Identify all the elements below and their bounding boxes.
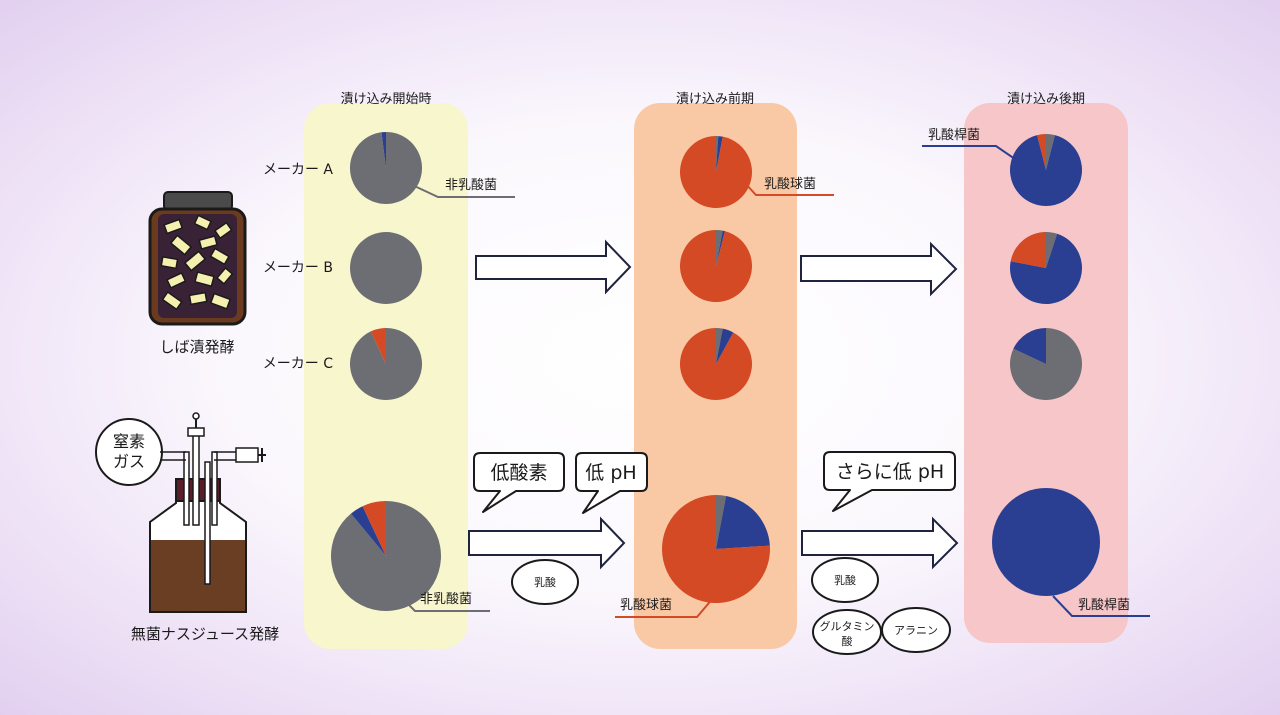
product-lactic-acid-1: 乳酸 xyxy=(534,575,556,589)
pie-slice-乳酸球菌 xyxy=(662,495,770,603)
pie-charts xyxy=(330,132,1100,611)
annotation-bacilli-2: 乳酸桿菌 xyxy=(1078,598,1130,613)
leader-bacilli-1 xyxy=(922,145,1029,169)
nasu-label: 無菌ナスジュース発酵 xyxy=(131,625,279,643)
pie-無菌ナスジュース発酵-漬け込み前期 xyxy=(662,495,770,603)
pie-slice-乳酸桿菌 xyxy=(1009,233,1082,304)
bubble-low-ph xyxy=(575,452,648,514)
pie-メーカー-C-漬け込み開始時 xyxy=(350,328,422,400)
product-oval-lactic-acid-1 xyxy=(511,559,579,605)
arrow-start-to-early-lower xyxy=(468,516,626,570)
pie-slice-非乳酸菌 xyxy=(350,132,423,205)
annotation-bacilli-1: 乳酸桿菌 xyxy=(928,128,980,143)
pie-slice-非乳酸菌 xyxy=(1010,328,1082,401)
pie-メーカー-C-漬け込み後期 xyxy=(1010,328,1082,401)
bubble-lower-ph-text: さらに低 pH xyxy=(836,461,944,483)
annotation-cocci-1: 乳酸球菌 xyxy=(764,177,816,192)
pie-slice-乳酸球菌 xyxy=(362,501,386,556)
pie-slice-非乳酸菌 xyxy=(716,495,727,549)
arrow-start-to-early-upper xyxy=(475,239,632,295)
maker-label-b: メーカー B xyxy=(263,260,333,276)
pie-slice-非乳酸菌 xyxy=(716,136,719,172)
pie-slice-乳酸桿菌 xyxy=(716,495,770,549)
gas-label-line1: 窒素 xyxy=(113,432,145,451)
pie-slice-乳酸桿菌 xyxy=(1010,135,1082,206)
product-oval-alanine xyxy=(881,607,951,653)
leader-cocci-2 xyxy=(615,596,715,618)
pie-slice-乳酸桿菌 xyxy=(381,132,386,168)
pie-メーカー-B-漬け込み後期 xyxy=(1009,232,1082,304)
pie-slice-乳酸球菌 xyxy=(370,328,386,364)
pickle-jar-icon xyxy=(148,191,247,326)
annotation-cocci-2: 乳酸球菌 xyxy=(620,598,672,613)
pie-slice-乳酸桿菌 xyxy=(716,328,734,364)
product-alanine: アラニン xyxy=(894,624,938,637)
pie-slice-乳酸桿菌 xyxy=(1013,328,1046,364)
pie-メーカー-A-漬け込み前期 xyxy=(680,136,752,209)
arrow-early-to-late-lower xyxy=(801,516,959,570)
pie-無菌ナスジュース発酵-漬け込み開始時 xyxy=(330,501,441,611)
pie-slice-非乳酸菌 xyxy=(716,328,723,364)
annotation-non-lab-1: 非乳酸菌 xyxy=(445,178,497,193)
stage-header-early: 漬け込み前期 xyxy=(676,91,754,107)
fermentation-bottle-icon xyxy=(149,412,266,613)
pie-メーカー-A-漬け込み後期 xyxy=(1010,134,1082,206)
pie-slice-非乳酸菌 xyxy=(350,232,422,304)
bubble-low-ph-text: 低 pH xyxy=(585,462,636,484)
shiba-label: しば漬発酵 xyxy=(159,338,234,356)
pie-slice-乳酸球菌 xyxy=(1010,232,1046,268)
arrow-early-to-late-upper xyxy=(800,241,958,297)
leader-non-lab-2 xyxy=(399,595,490,612)
pie-slice-非乳酸菌 xyxy=(716,230,723,266)
pie-メーカー-B-漬け込み開始時 xyxy=(350,232,422,304)
pie-slice-乳酸球菌 xyxy=(680,230,752,302)
pie-slice-乳酸桿菌 xyxy=(716,136,723,172)
pie-slice-乳酸球菌 xyxy=(679,328,753,401)
pie-slice-乳酸桿菌 xyxy=(350,506,386,556)
pie-slice-乳酸桿菌 xyxy=(716,230,725,266)
pie-メーカー-C-漬け込み前期 xyxy=(679,328,753,401)
product-glutamic-line1: グルタミン xyxy=(820,619,875,633)
pie-slice-非乳酸菌 xyxy=(330,501,441,611)
pie-無菌ナスジュース発酵-漬け込み後期 xyxy=(992,488,1100,596)
product-oval-glutamic-acid xyxy=(812,609,882,655)
pie-slice-乳酸桿菌 xyxy=(992,488,1100,596)
gas-label-line2: ガス xyxy=(113,452,145,471)
maker-label-a: メーカー A xyxy=(263,162,333,178)
bubble-lower-ph xyxy=(823,451,956,512)
leader-bacilli-2 xyxy=(1052,595,1150,617)
pie-slice-乳酸球菌 xyxy=(680,136,752,209)
pie-slice-乳酸球菌 xyxy=(1037,134,1046,170)
pie-slice-非乳酸菌 xyxy=(1046,232,1058,268)
leader-cocci-1 xyxy=(743,181,834,196)
product-lactic-acid-2: 乳酸 xyxy=(834,573,856,587)
stage-header-start: 漬け込み開始時 xyxy=(340,92,431,107)
product-oval-lactic-acid-2 xyxy=(811,557,879,603)
annotation-non-lab-2: 非乳酸菌 xyxy=(420,592,472,607)
maker-label-c: メーカー C xyxy=(263,356,333,372)
pie-slice-非乳酸菌 xyxy=(1046,134,1055,170)
product-glutamic-line2: 酸 xyxy=(842,634,853,648)
stage-header-late: 漬け込み後期 xyxy=(1007,92,1085,107)
bubble-low-oxygen-text: 低酸素 xyxy=(490,462,547,484)
leader-non-lab-1 xyxy=(407,182,515,198)
bubble-low-oxygen xyxy=(473,452,565,513)
pie-メーカー-B-漬け込み前期 xyxy=(680,230,752,302)
pie-メーカー-A-漬け込み開始時 xyxy=(350,132,423,205)
